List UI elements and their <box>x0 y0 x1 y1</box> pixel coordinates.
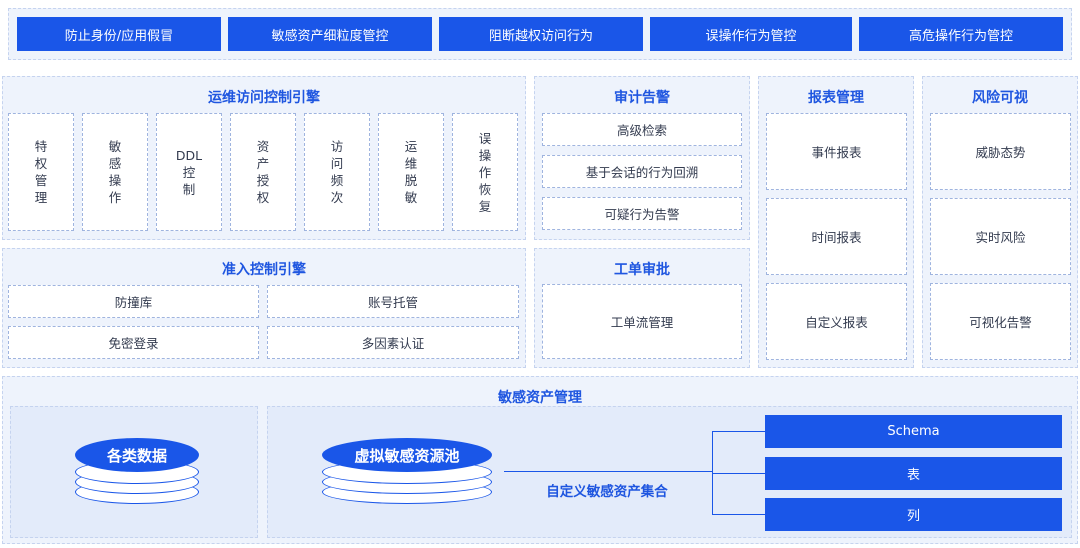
database-cylinder-icon: 各类数据 <box>75 438 199 508</box>
admission-item-account-hosting: 账号托管 <box>267 285 519 318</box>
resource-pool-cylinder-icon: 虚拟敏感资源池 <box>322 438 492 508</box>
vertical-char: 误 <box>478 130 492 146</box>
admission-item-mfa: 多因素认证 <box>267 326 519 359</box>
workorder-item-flow: 工单流管理 <box>542 284 742 359</box>
risk-item-threat: 威胁态势 <box>930 113 1071 190</box>
vertical-char: DDL <box>175 147 203 163</box>
vertical-char: 制 <box>182 181 196 197</box>
vertical-char: 资 <box>256 139 270 154</box>
admission-item-anti-stuffing: 防撞库 <box>8 285 259 318</box>
connector-line <box>504 471 712 472</box>
db-label: 各类数据 <box>75 438 199 472</box>
reports-item-custom: 自定义报表 <box>766 283 907 360</box>
vertical-char: 访 <box>330 139 344 154</box>
vertical-char: 脱 <box>404 173 418 188</box>
vertical-char: 维 <box>404 156 418 171</box>
vertical-char: 问 <box>330 156 344 171</box>
ops-item-sensitive-op-label: 敏感操作 <box>109 138 122 206</box>
vertical-char: 操 <box>478 147 492 163</box>
reports-item-event: 事件报表 <box>766 113 907 190</box>
ops-item-privilege: 特权管理 <box>8 113 74 231</box>
ops-item-recovery: 误操作恢复 <box>452 113 518 231</box>
vertical-char: 作 <box>478 164 492 180</box>
vertical-char: 特 <box>34 139 48 154</box>
reports-item-time: 时间报表 <box>766 198 907 275</box>
vertical-char: 理 <box>34 190 48 205</box>
vertical-char: 权 <box>34 156 48 171</box>
audit-item-search: 高级检索 <box>542 113 742 146</box>
vertical-char: 授 <box>256 173 270 188</box>
vertical-char: 运 <box>404 139 418 154</box>
audit-title: 审计告警 <box>614 90 670 106</box>
top-item-sensitive-assets: 敏感资产细粒度管控 <box>228 17 432 51</box>
vertical-char: 敏 <box>108 139 122 154</box>
pool-label: 虚拟敏感资源池 <box>322 438 492 472</box>
ops-item-frequency: 访问频次 <box>304 113 370 231</box>
ops-item-asset-auth-label: 资产授权 <box>257 138 270 206</box>
ops-item-privilege-label: 特权管理 <box>35 138 48 206</box>
assets-title: 敏感资产管理 <box>498 390 582 406</box>
asset-level-column: 列 <box>765 498 1062 531</box>
top-item-block-unauthorized: 阻断越权访问行为 <box>439 17 643 51</box>
vertical-char: 控 <box>182 164 196 180</box>
risk-title: 风险可视 <box>972 90 1028 106</box>
vertical-char: 次 <box>330 190 344 205</box>
audit-item-replay: 基于会话的行为回溯 <box>542 155 742 188</box>
admission-item-passwordless: 免密登录 <box>8 326 259 359</box>
top-item-misoperation: 误操作行为管控 <box>650 17 852 51</box>
reports-title: 报表管理 <box>808 90 864 106</box>
vertical-char: 恢 <box>478 181 492 197</box>
custom-collection-label: 自定义敏感资产集合 <box>546 484 668 500</box>
vertical-char: 权 <box>256 190 270 205</box>
ops-engine-title: 运维访问控制引擎 <box>208 90 320 106</box>
ops-item-recovery-label: 误操作恢复 <box>479 130 492 215</box>
ops-item-masking-label: 运维脱敏 <box>405 138 418 206</box>
vertical-char: 产 <box>256 156 270 171</box>
vertical-char: 敏 <box>404 190 418 205</box>
connector-line <box>712 514 765 515</box>
vertical-char: 管 <box>34 173 48 188</box>
vertical-char: 感 <box>108 156 122 171</box>
vertical-char: 频 <box>330 173 344 188</box>
ops-item-masking: 运维脱敏 <box>378 113 444 231</box>
ops-item-asset-auth: 资产授权 <box>230 113 296 231</box>
ops-item-sensitive-op: 敏感操作 <box>82 113 148 231</box>
admission-engine-title: 准入控制引擎 <box>222 262 306 278</box>
risk-item-realtime: 实时风险 <box>930 198 1071 275</box>
vertical-char: 复 <box>478 198 492 214</box>
workorder-title: 工单审批 <box>614 262 670 278</box>
ops-item-frequency-label: 访问频次 <box>331 138 344 206</box>
top-item-identity: 防止身份/应用假冒 <box>17 17 221 51</box>
vertical-char: 作 <box>108 190 122 205</box>
top-item-high-risk: 高危操作行为管控 <box>859 17 1063 51</box>
asset-level-schema: Schema <box>765 415 1062 448</box>
connector-line <box>712 473 765 474</box>
risk-item-visual-alarm: 可视化告警 <box>930 283 1071 360</box>
connector-line <box>712 431 765 432</box>
asset-level-table: 表 <box>765 457 1062 490</box>
vertical-char: 操 <box>108 173 122 188</box>
audit-item-suspicious: 可疑行为告警 <box>542 197 742 230</box>
